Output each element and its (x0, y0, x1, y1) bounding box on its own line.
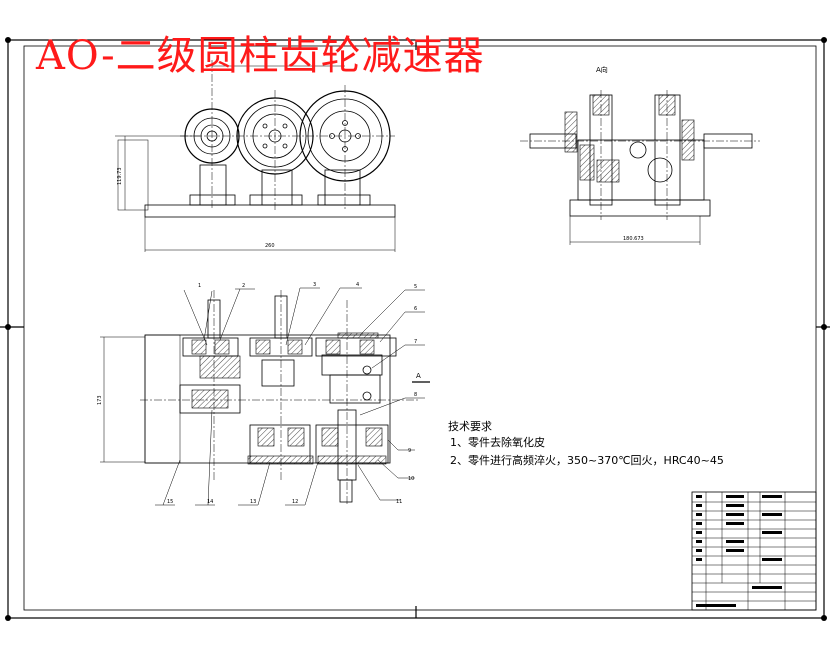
part-number-2: 2 (242, 283, 245, 289)
part-number-9: 9 (408, 448, 411, 454)
part-number-8: 8 (414, 392, 417, 398)
part-number-13: 13 (250, 499, 256, 505)
tech-requirement-1: 1、零件去除氧化皮 (450, 436, 545, 449)
view-label-a: A向 (596, 65, 608, 74)
side-view: A向 180.673 (520, 65, 760, 245)
front-width-dim: 260 (265, 243, 275, 249)
part-number-15: 15 (167, 499, 173, 505)
drawing-title: AO-二级圆柱齿轮减速器 (36, 33, 485, 79)
part-number-5: 5 (414, 284, 417, 290)
front-height-dim: 119.73 (117, 168, 123, 186)
front-view: 119.73 260 (115, 60, 396, 252)
tech-requirements-heading: 技术要求 (448, 420, 492, 433)
part-number-11: 11 (396, 499, 402, 505)
part-number-14: 14 (207, 499, 213, 505)
side-width-dim: 180.673 (623, 236, 644, 242)
part-numbers: 1 2 3 4 5 6 7 8 9 10 11 12 13 14 15 (167, 282, 417, 505)
plan-height-dim: 173 (97, 395, 103, 405)
tech-requirement-2: 2、零件进行高频淬火，350~370℃回火，HRC40~45 (450, 454, 724, 467)
part-number-4: 4 (356, 282, 359, 288)
centring-marks (0, 37, 830, 621)
part-number-6: 6 (414, 306, 417, 312)
title-block (691, 491, 817, 611)
plan-view: 173 A (97, 282, 430, 506)
part-number-7: 7 (414, 339, 417, 345)
part-number-12: 12 (292, 499, 298, 505)
part-number-1: 1 (198, 283, 201, 289)
inner-frame (23, 45, 817, 611)
part-number-10: 10 (408, 476, 414, 482)
part-number-3: 3 (313, 282, 316, 288)
section-marker: A (416, 372, 421, 380)
